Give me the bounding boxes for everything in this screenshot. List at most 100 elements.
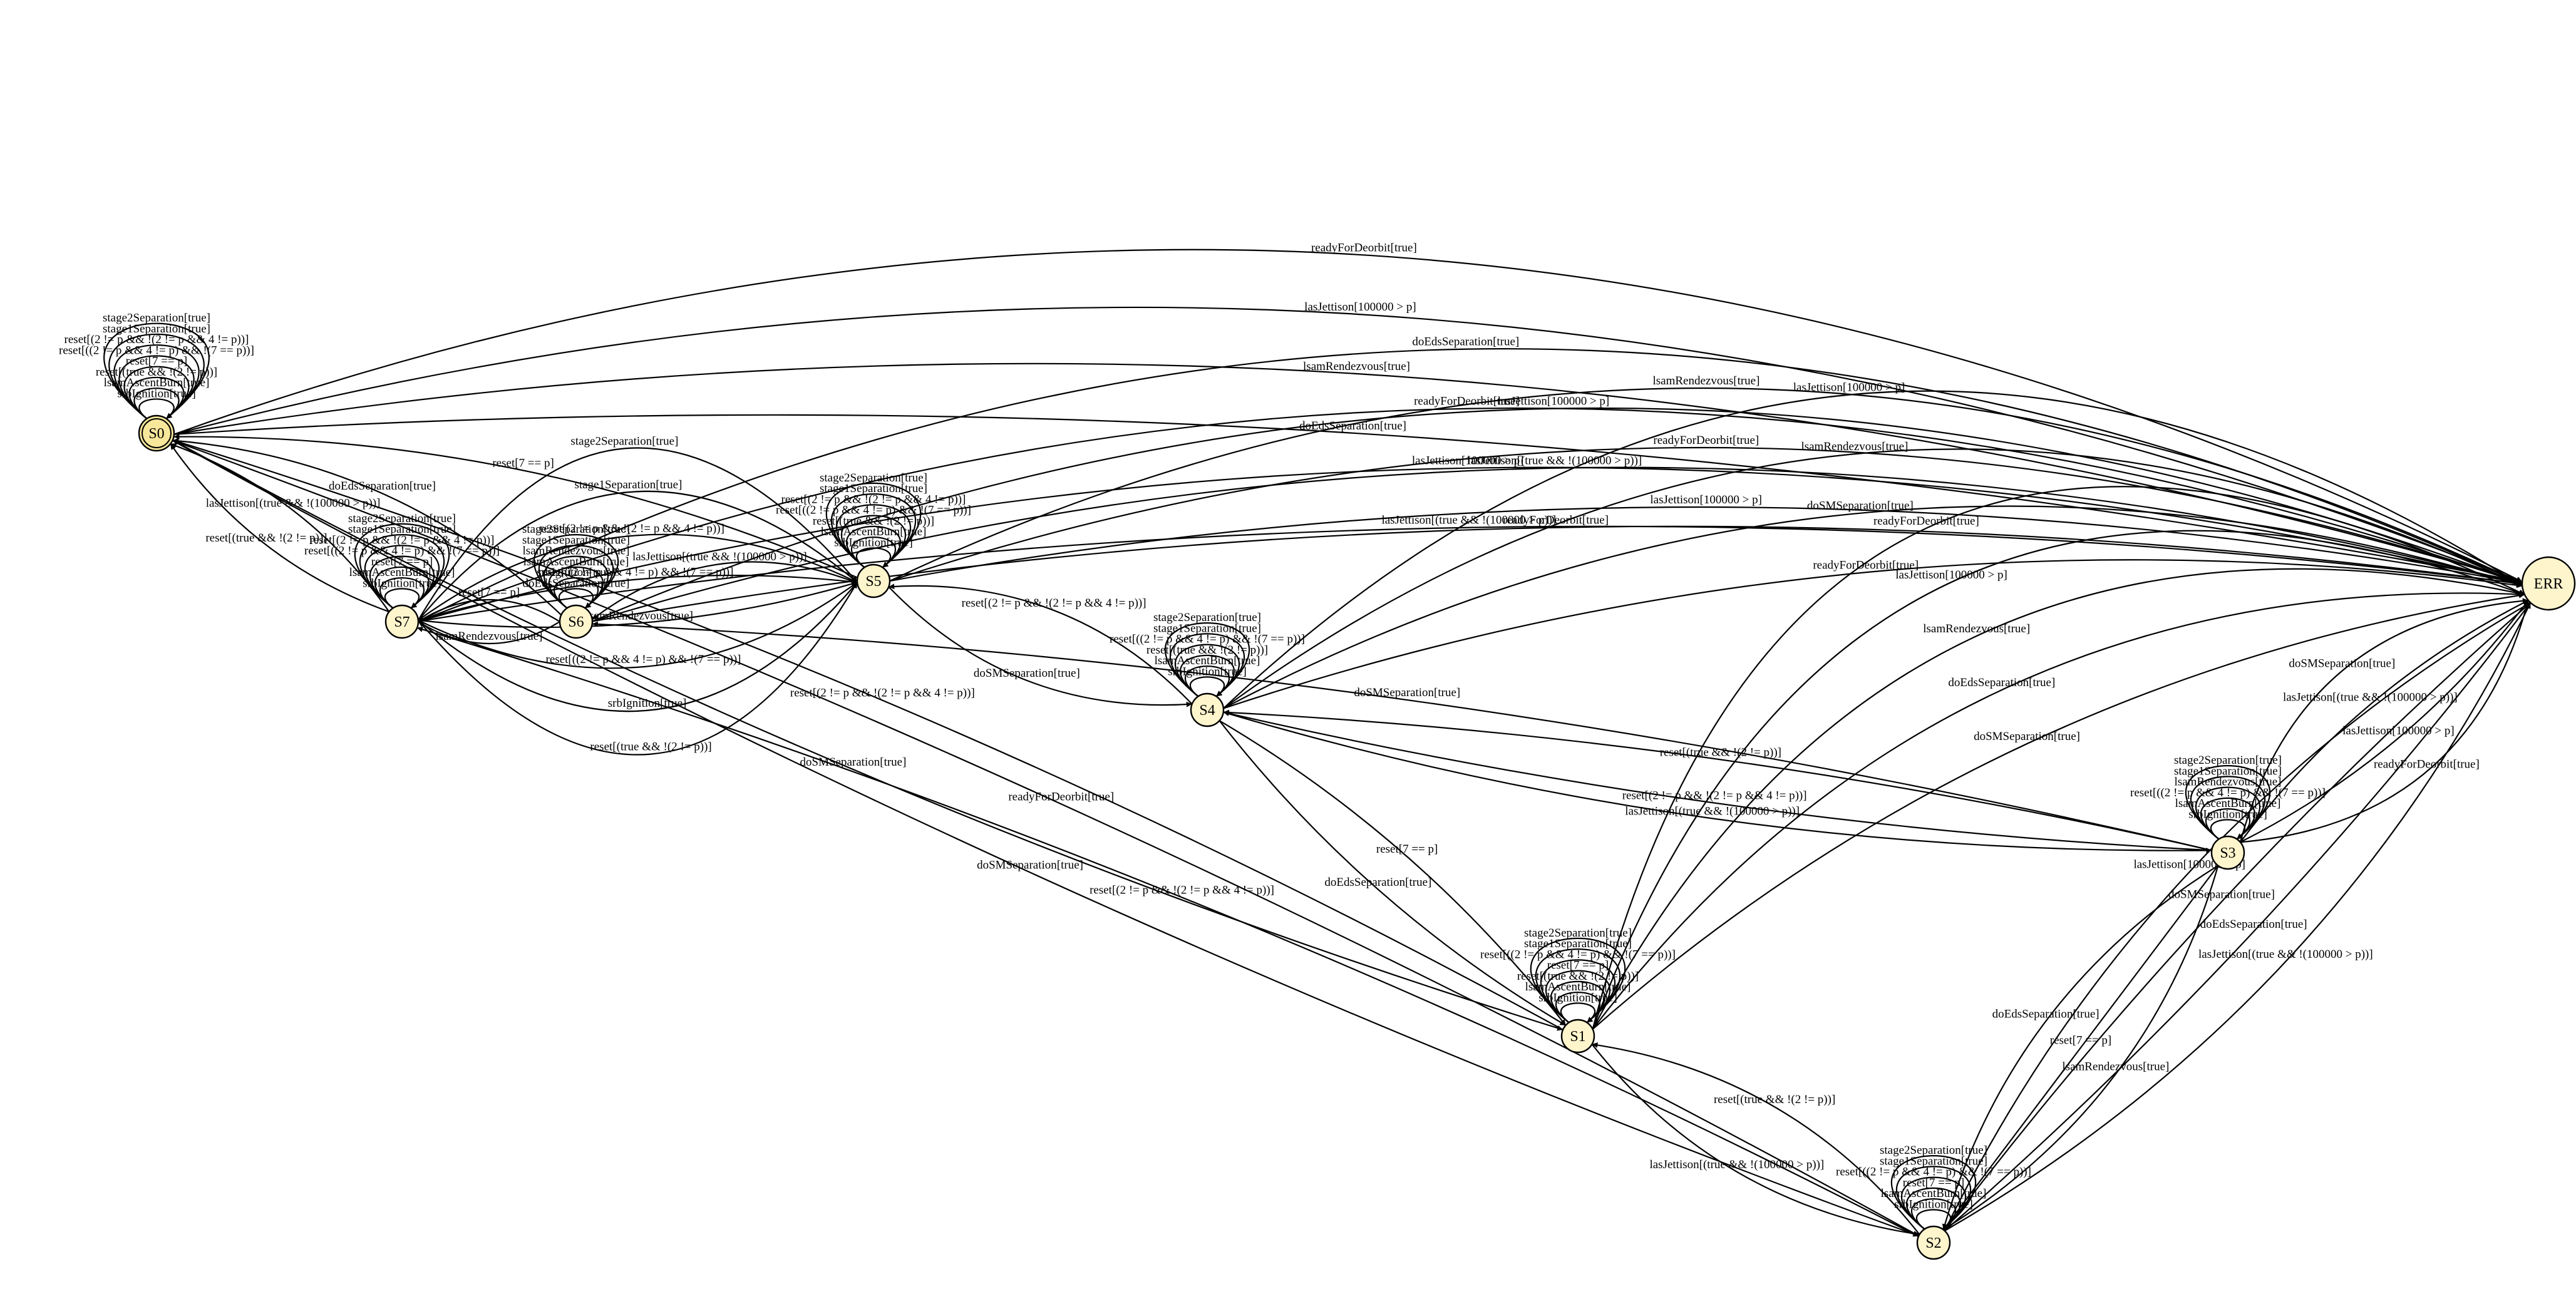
edge-s5-to-s6: [592, 561, 858, 620]
edge-s2-to-s2: [1900, 1176, 1967, 1230]
transition-label: doEdsSeparation[true]: [329, 480, 436, 493]
edge-s6-to-err: [592, 407, 2523, 622]
edge-s7-to-s5: [418, 533, 858, 621]
transition-label: stage1Separation[true]: [1880, 1154, 1987, 1168]
edge-s0-to-s0: [113, 344, 200, 419]
transition-label: stage1Separation[true]: [522, 533, 630, 547]
state-err-label: ERR: [2534, 576, 2563, 592]
state-s4-circle: [1190, 692, 1225, 727]
edge-s3-to-s2: [1943, 865, 2219, 1231]
transition-label: lasJettison[100000 > p]: [1650, 493, 1762, 506]
edge-s2-to-s2: [1906, 1187, 1961, 1230]
state-s5: S5: [856, 563, 891, 598]
transition-label: readyForDeorbit[true]: [1503, 514, 1609, 527]
transition-label: reset[((2 != p && 4 != p) && !(7 == p))]: [304, 545, 500, 558]
state-s4-label: S4: [1199, 702, 1215, 719]
transition-label: lasJettison[(true && !(100000 > p))]: [632, 550, 807, 563]
transition-label: reset[7 == p]: [1376, 843, 1438, 856]
transition-label: doEdsSeparation[true]: [1948, 676, 2055, 689]
edge-s2-to-s2: [1895, 1166, 1972, 1230]
edge-s2-to-s2: [1910, 1198, 1957, 1230]
edge-s5-to-s5: [840, 515, 907, 568]
edge-s6-to-s0: [172, 438, 562, 616]
state-s4: S4: [1190, 692, 1225, 727]
transition-label: lsamRendezvous[true]: [1652, 374, 1759, 388]
transition-label: doEdsSeparation[true]: [1412, 336, 1519, 349]
transition-label: reset[(2 != p && !(2 != p && 4 != p))]: [790, 687, 975, 700]
edge-s6-to-s6: [558, 588, 594, 609]
transition-label: reset[7 == p]: [126, 355, 187, 368]
transition-label: stage2Separation[true]: [570, 434, 678, 448]
edge-s3-to-s3: [2185, 765, 2271, 840]
edge-s4-to-s1: [1218, 720, 1567, 1026]
edge-s1-to-err: [1592, 486, 2525, 1030]
state-s2-label: S2: [1925, 1235, 1941, 1251]
edge-s7-to-s7: [369, 555, 435, 609]
transition-label: srbIgnition[true]: [117, 387, 196, 400]
edge-s1-to-s1: [1550, 980, 1605, 1024]
edge-s4-to-err: [1223, 505, 2523, 709]
edge-s2-to-err: [1944, 602, 2531, 1231]
edge-s1-to-err: [1592, 530, 2525, 1030]
edge-s5-to-err: [889, 506, 2523, 585]
transition-label: reset[((2 != p && 4 != p) && !(7 == p))]: [59, 344, 254, 357]
transition-label: lasJettison[100000 > p]: [1498, 395, 1610, 408]
transition-label: reset[(true && !(2 != p))]: [1660, 746, 1781, 759]
transition-label: lasJettison[(true && !(100000 > p))]: [206, 496, 381, 510]
edge-s7-to-s7: [364, 545, 440, 609]
transition-label: stage1Separation[true]: [820, 482, 927, 495]
transition-label: reset[7 == p]: [458, 586, 520, 599]
edge-s2-to-s1: [1592, 1042, 1920, 1235]
transition-label: doSMSeparation[true]: [1974, 730, 2080, 743]
edge-s0-to-err: [173, 249, 2523, 583]
edge-s2-to-err: [1944, 602, 2532, 1231]
edge-s0-to-s0: [123, 366, 190, 419]
transition-label: stage2Separation[true]: [1524, 927, 1632, 940]
edge-s6-to-s6: [549, 566, 604, 609]
edge-s5-to-err: [889, 446, 2523, 585]
edge-s5-to-s5: [835, 504, 912, 568]
edge-s7-to-s5: [418, 574, 858, 621]
edge-s7-to-s5: [418, 490, 858, 621]
transition-label: reset[(2 != p && !(2 != p && 4 != p))]: [1090, 883, 1274, 896]
edge-s0-to-s0: [118, 355, 195, 419]
transition-label: stage2Separation[true]: [103, 312, 210, 325]
edge-s4-to-s4: [1184, 665, 1230, 697]
edge-s7-to-err: [418, 466, 2523, 622]
transition-label: srbIgnition[true]: [2188, 808, 2267, 821]
edge-s5-to-s5: [830, 493, 917, 568]
state-s5-circle: [856, 563, 891, 598]
edge-s2-to-err: [1944, 602, 2532, 1231]
transition-label: reset[(true && !(2 != p))]: [590, 741, 711, 754]
transition-label: reset[((2 != p && 4 != p) && !(7 == p))]: [538, 566, 734, 579]
transition-label: lasJettison[100000 > p]: [1895, 568, 2007, 582]
edge-s6-to-s6: [533, 534, 619, 609]
transition-label: stage2Separation[true]: [522, 523, 630, 536]
transition-label: lsamAscentBurn[true]: [523, 555, 629, 568]
edge-s7-to-s5: [418, 582, 858, 756]
transition-label: doSMSeparation[true]: [1807, 500, 1914, 513]
transition-label: reset[(2 != p && !(2 != p && 4 != p))]: [1622, 789, 1807, 803]
transition-label: srbIgnition[true]: [363, 577, 441, 590]
edge-s1-to-err: [1592, 591, 2525, 1030]
transition-label: lasJettison[(true && !(100000 > p))]: [1467, 454, 1642, 468]
transition-label: doEdsSeparation[true]: [1992, 1007, 2099, 1020]
edge-s4-to-err: [1223, 448, 2523, 709]
transition-label: lasJettison[(true && !(100000 > p))]: [1625, 804, 1800, 818]
transition-label: stage2Separation[true]: [1880, 1144, 1987, 1157]
edge-s7-to-s5: [418, 581, 858, 629]
edge-s1-to-s1: [1560, 1002, 1596, 1024]
transition-label: readyForDeorbit[true]: [1653, 434, 1759, 447]
state-s1-circle: [1560, 1019, 1595, 1054]
transition-label: lsamAscentBurn[true]: [821, 525, 927, 538]
edge-s7-to-s5: [418, 582, 858, 669]
transition-label: reset[7 == p]: [492, 456, 554, 470]
edge-s4-to-s4: [1174, 644, 1240, 697]
state-s7-label: S7: [394, 614, 410, 630]
edge-s1-to-s1: [1555, 992, 1601, 1024]
edge-s3-to-s3: [2190, 776, 2266, 840]
edge-s7-to-s5: [417, 447, 858, 621]
transitions: [103, 249, 2532, 1238]
transition-label: stage2Separation[true]: [820, 471, 927, 485]
